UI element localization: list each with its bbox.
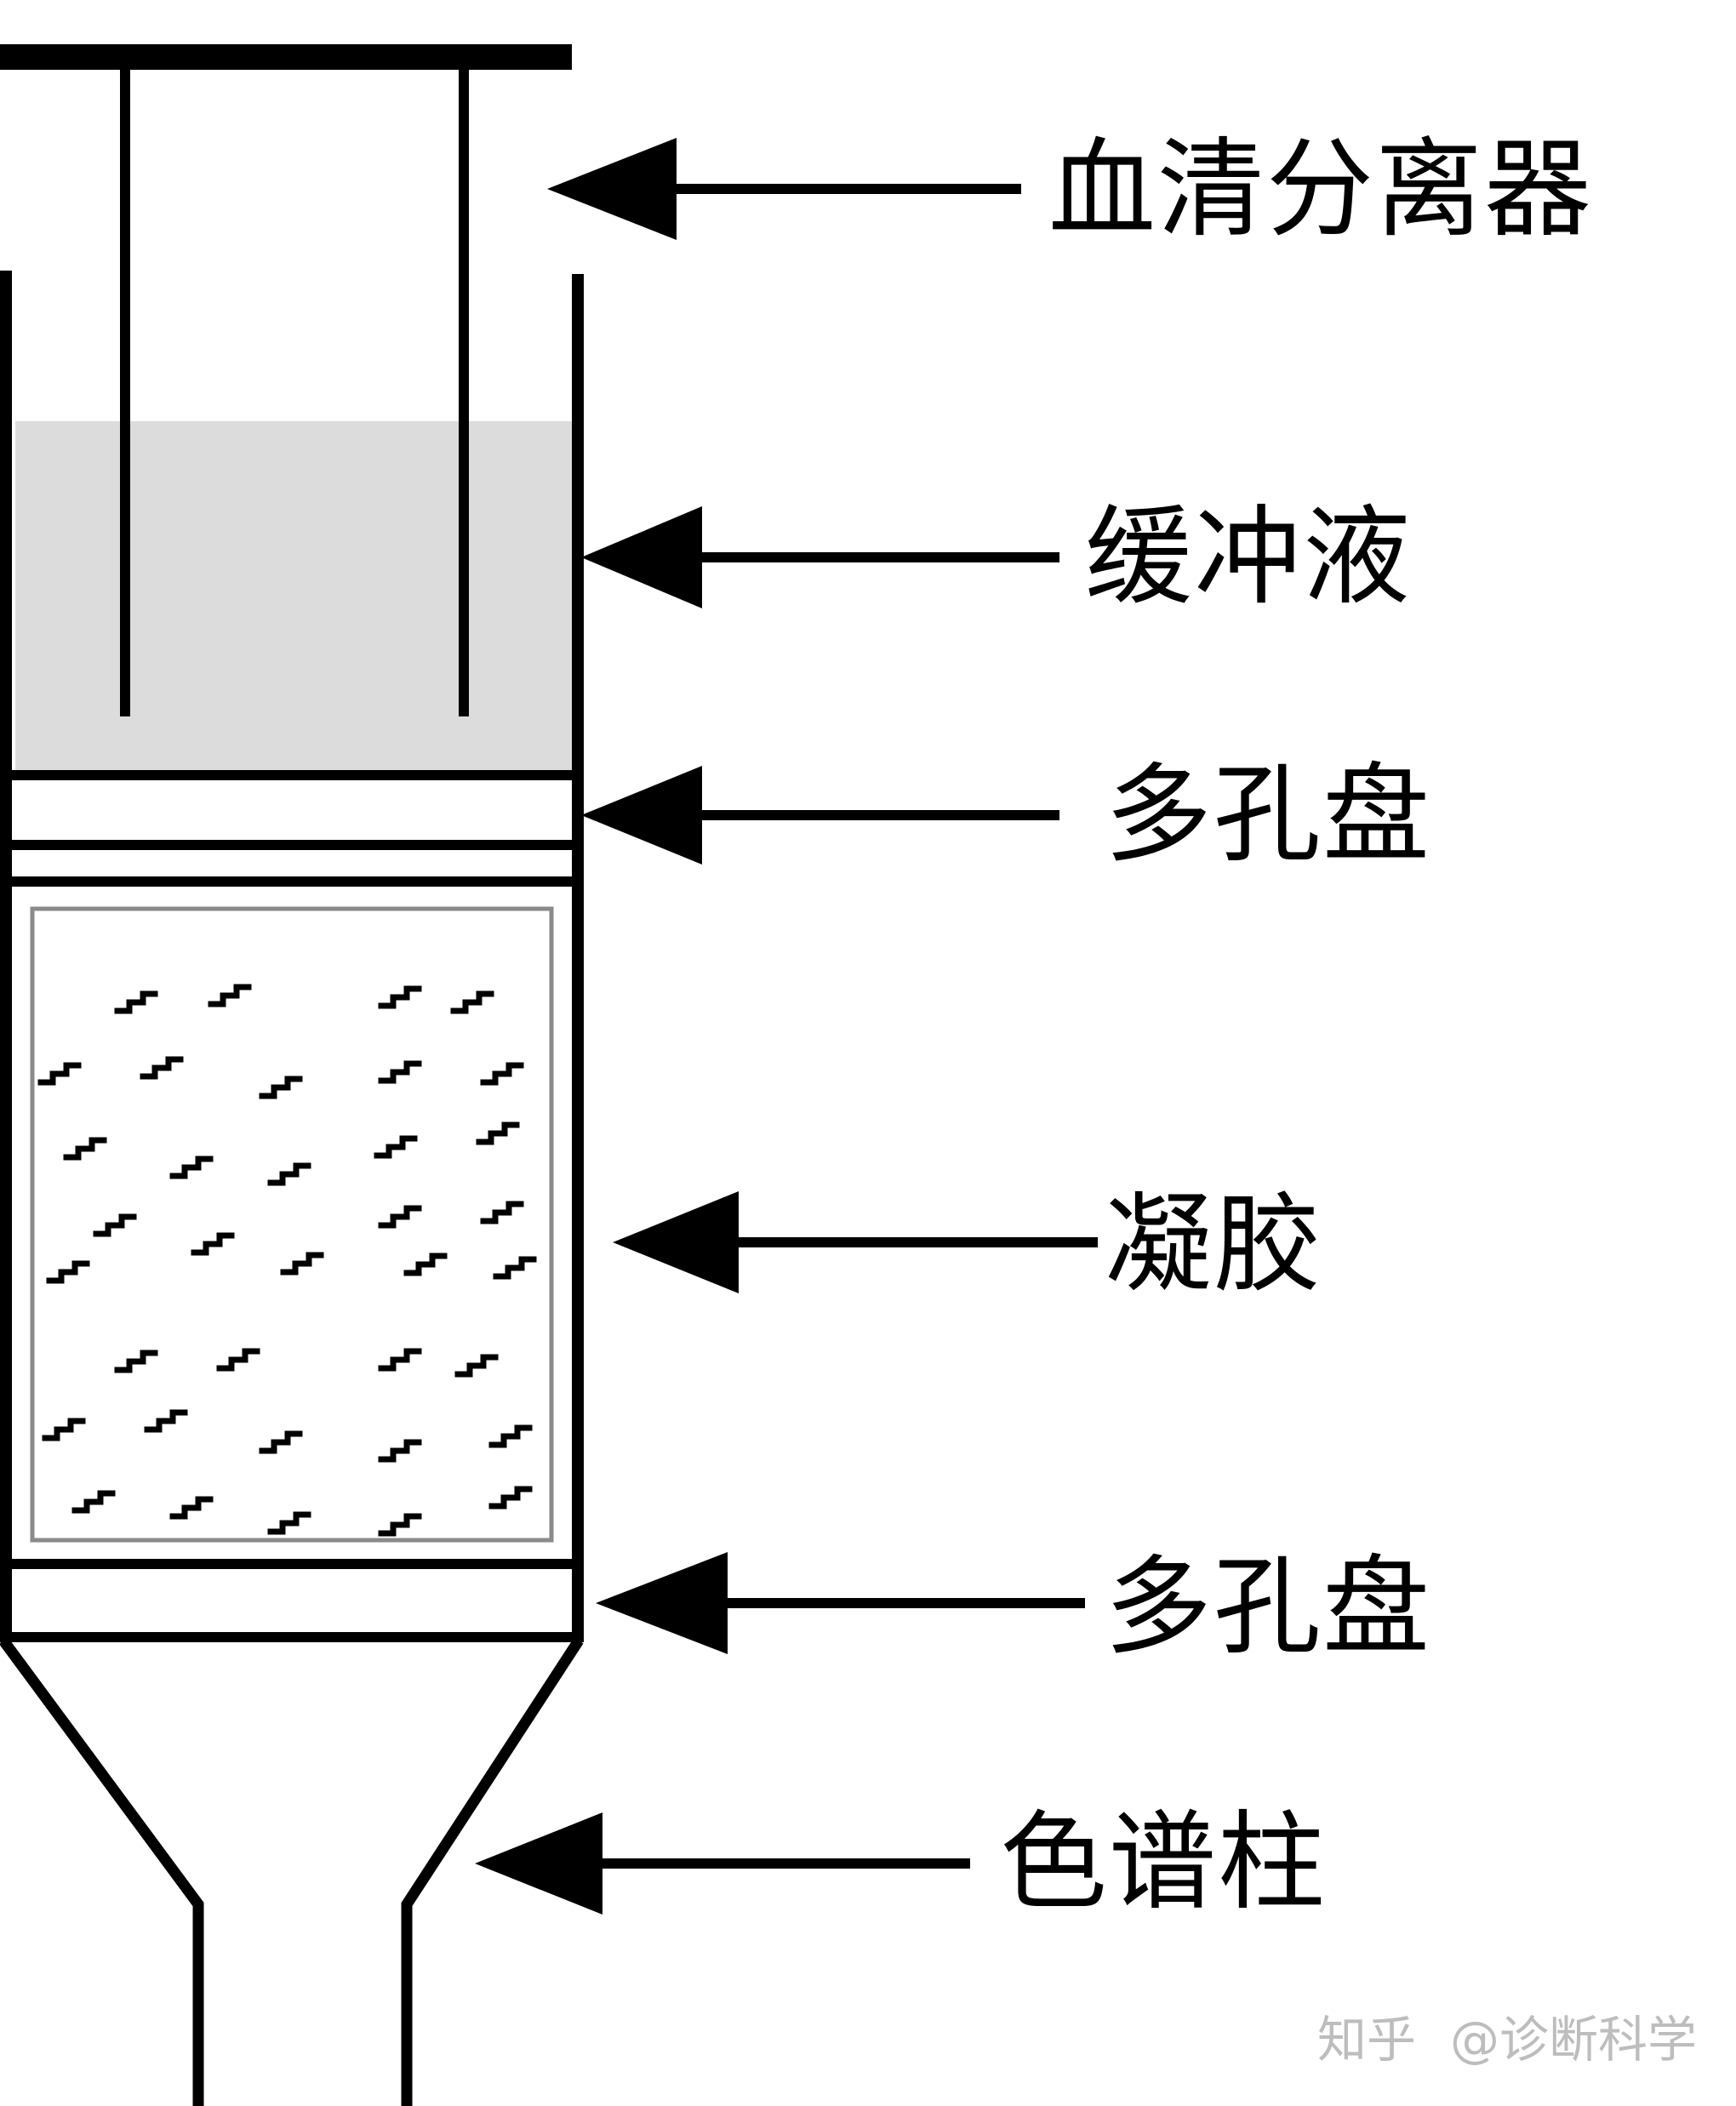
gel-particle: [267, 1162, 311, 1186]
watermark: 知乎@诊断科学: [1317, 2015, 1697, 2064]
gel-particle: [488, 1424, 533, 1448]
gel-particle: [378, 1060, 422, 1084]
gel-particle: [46, 1260, 90, 1284]
label-gel: 凝胶: [1105, 1182, 1322, 1307]
gel-particle: [378, 1348, 422, 1372]
gel-particle: [374, 1135, 418, 1159]
arrow-porous-disc-bottom: [596, 1552, 1085, 1654]
column-body: [0, 271, 584, 1641]
column-left-wall: [0, 271, 12, 1641]
label-buffer: 缓冲液: [1085, 494, 1412, 619]
gel-particle: [378, 985, 422, 1009]
gel-particle: [93, 1213, 137, 1237]
outlet-right-edge: [401, 1637, 584, 2106]
gel-particle: [378, 1439, 422, 1463]
gel-bed: [30, 906, 554, 1543]
gel-particle: [37, 1062, 82, 1086]
column-right-wall: [572, 274, 584, 1641]
gel-particle: [493, 1256, 537, 1280]
arrow-serum-separator: [547, 138, 1021, 240]
gel-particle: [169, 1496, 214, 1520]
gel-particle: [267, 1511, 311, 1535]
porous-disc-top: [0, 770, 584, 887]
plunger-left-rod: [120, 68, 130, 716]
watermark-site: 知乎: [1317, 2011, 1417, 2069]
gel-particle: [140, 1056, 184, 1080]
gel-particle: [454, 1354, 499, 1378]
gel-particle: [169, 1156, 214, 1179]
gel-particle: [216, 1348, 260, 1372]
gel-particle: [450, 990, 494, 1014]
buffer-liquid: [15, 421, 579, 772]
gel-particle: [144, 1409, 188, 1433]
porous-disc-bottom: [0, 1559, 584, 1642]
gel-particle: [208, 984, 252, 1007]
gel-particle: [488, 1486, 533, 1510]
arrow-gel: [613, 1191, 1098, 1293]
gel-particle: [114, 990, 158, 1014]
label-porous-disc-bottom: 多孔盘: [1105, 1544, 1431, 1669]
gel-particle: [476, 1121, 520, 1145]
serum-separator-plunger: [0, 44, 572, 716]
column-outlet: [0, 1637, 584, 2106]
gel-particle: [280, 1252, 324, 1276]
gel-particle: [71, 1490, 116, 1514]
arrow-column: [475, 1812, 970, 1915]
label-serum-separator: 血清分离器: [1048, 127, 1593, 252]
label-column: 色谱柱: [1000, 1800, 1327, 1925]
label-porous-disc-top: 多孔盘: [1105, 752, 1431, 877]
gel-particle: [378, 1205, 422, 1229]
gel-particle: [480, 1201, 524, 1224]
arrows: [475, 138, 1098, 1915]
gel-particle: [378, 1513, 422, 1537]
arrow-buffer: [581, 506, 1059, 608]
outlet-left-edge: [0, 1637, 204, 2106]
gel-particle: [114, 1350, 158, 1373]
watermark-author: @诊断科学: [1450, 2011, 1698, 2069]
gel-particle: [191, 1232, 235, 1256]
gel-particle: [63, 1137, 107, 1161]
gel-particle: [480, 1062, 524, 1086]
arrow-porous-disc-top: [581, 766, 1059, 865]
gel-particle: [259, 1430, 303, 1454]
gel-particles: [37, 984, 537, 1537]
plunger-top-bar: [0, 44, 572, 70]
gel-particle: [403, 1253, 448, 1276]
gel-particle: [42, 1418, 86, 1441]
plunger-right-rod: [459, 68, 469, 716]
gel-particle: [259, 1076, 303, 1099]
